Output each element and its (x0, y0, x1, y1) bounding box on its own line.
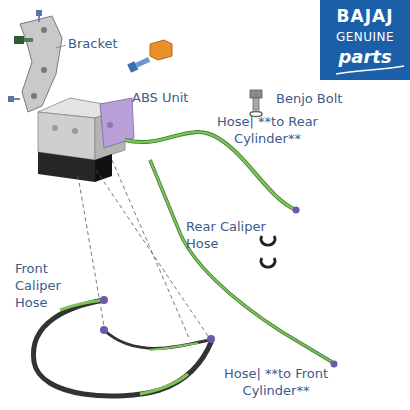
abs-top-face (38, 98, 125, 118)
abs-ecu-cover (100, 98, 134, 148)
bracket-hole (31, 93, 37, 99)
bracket-screw-head (8, 96, 14, 102)
logo-text: GENUINE (320, 30, 410, 45)
rear-caliper-hose (150, 160, 332, 362)
brand-logo-box: BAJAJ GENUINEparts (320, 0, 410, 80)
part-label: Hose| **to Rear Cylinder** (205, 113, 330, 147)
bracket-screw-shaft (24, 38, 33, 42)
bracket-hole (41, 27, 47, 33)
bolt-shaft (135, 57, 150, 67)
hose-fitting (293, 207, 300, 214)
part-label: Front Caliper Hose (15, 260, 77, 311)
bracket-screw-head (14, 36, 24, 44)
part-label: Bracket (68, 35, 148, 52)
part-label: Hose| **to Front Cylinder** (210, 365, 342, 399)
front-cylinder-hose (104, 330, 210, 348)
banjo-fitting (100, 326, 108, 334)
abs-port (52, 125, 58, 131)
rubber-mount (150, 40, 172, 60)
abs-port (107, 122, 113, 128)
banjo-fitting (207, 335, 215, 343)
bracket-plate (20, 16, 62, 112)
bracket-screw-shaft (14, 98, 20, 100)
bolt-head (127, 61, 138, 73)
part-label: Benjo Bolt (276, 90, 376, 107)
bracket-screw-head (36, 10, 42, 16)
bracket-screw-shaft (38, 16, 40, 22)
logo-text: BAJAJ (320, 6, 410, 26)
hose-sleeve (140, 374, 188, 394)
logo-text: parts (320, 46, 410, 68)
abs-side-face (95, 108, 125, 160)
benjo-bolt-head (250, 90, 262, 98)
abs-motor (38, 152, 95, 182)
part-label: Rear Caliper Hose (186, 218, 286, 252)
assembly-leader (78, 176, 104, 326)
abs-motor-side (95, 154, 112, 182)
logo-swoosh (336, 66, 404, 74)
banjo-fitting (100, 296, 108, 304)
hose-sleeve (60, 300, 104, 310)
rear-caliper-hose-outline (150, 160, 332, 362)
part-label: ABS Unit (132, 89, 222, 106)
hose-sleeve (150, 343, 198, 350)
hose-clip (261, 258, 275, 267)
hose-clip (261, 236, 275, 245)
assembly-leader (96, 170, 208, 336)
label-leader (56, 45, 66, 48)
bracket-hole (41, 67, 47, 73)
mount-bolt (127, 55, 151, 72)
abs-port (72, 128, 78, 134)
benjo-bolt-shaft (253, 98, 259, 110)
assembly-leader (112, 160, 190, 340)
hose-fitting (331, 361, 338, 368)
abs-front-face (38, 112, 95, 160)
front-caliper-hose (33, 300, 212, 396)
